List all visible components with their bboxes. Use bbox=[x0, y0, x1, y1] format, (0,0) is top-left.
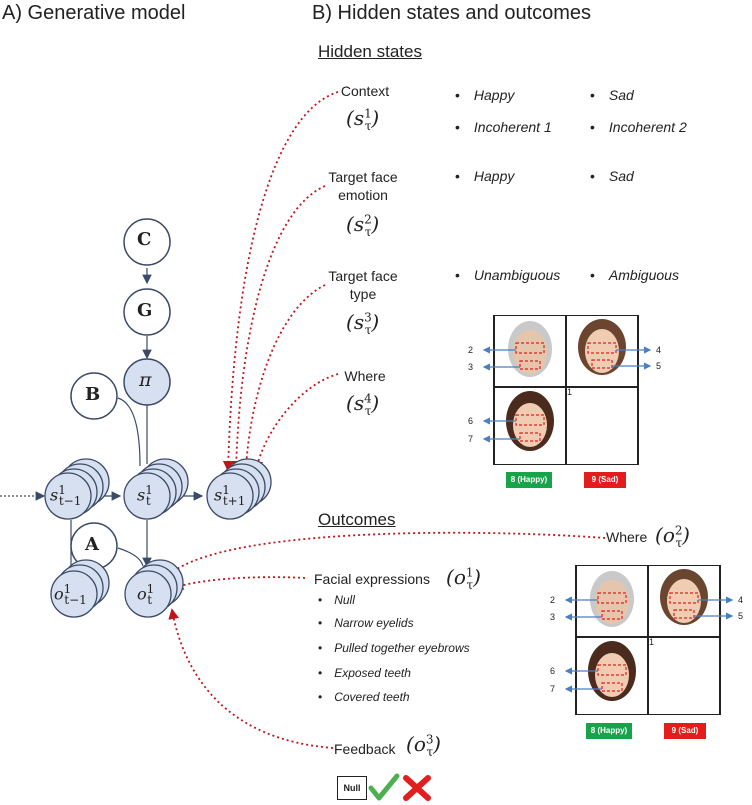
screen-top-num-7: 7 bbox=[468, 434, 474, 444]
check-icon bbox=[368, 773, 400, 801]
facial-item-exposed-teeth: Exposed teeth bbox=[318, 666, 411, 680]
screen-bottom-num-6: 6 bbox=[550, 666, 556, 676]
facial-item-covered-teeth: Covered teeth bbox=[318, 690, 409, 704]
screen-top-num-4: 4 bbox=[656, 345, 662, 355]
sad-button-top[interactable]: 9 (Sad) bbox=[584, 472, 626, 488]
node-s-t-label: s1t bbox=[137, 483, 153, 508]
node-pi-label: π bbox=[139, 369, 152, 391]
happy-button-top[interactable]: 8 (Happy) bbox=[506, 472, 552, 488]
hidden-states-heading: Hidden states bbox=[318, 42, 422, 61]
facial-item-null: Null bbox=[318, 593, 355, 607]
node-s-next-label: s1t+1 bbox=[214, 483, 246, 508]
face-woman-top-2 bbox=[660, 569, 708, 625]
face-woman-top bbox=[578, 319, 626, 375]
outcome-where-label: Where bbox=[606, 529, 648, 545]
factor-type-label: Target face type bbox=[328, 268, 398, 302]
node-stack-o-prev bbox=[50, 559, 110, 618]
outcome-facial-symbol: (o1τ) bbox=[446, 565, 481, 592]
screen-top-num-6: 6 bbox=[468, 416, 474, 426]
node-stack-s-t bbox=[123, 458, 189, 520]
screen-bottom-num-4: 4 bbox=[738, 595, 744, 605]
outcome-where-symbol: (o2τ) bbox=[655, 523, 690, 550]
face-old-man-2 bbox=[590, 571, 634, 627]
emotion-option-happy: Happy bbox=[455, 168, 514, 184]
screen-top: 2 3 4 5 1 6 7 bbox=[468, 314, 661, 466]
outcome-connectors bbox=[164, 531, 606, 749]
node-s-prev-label: s1t−1 bbox=[50, 483, 82, 508]
sad-button-bottom[interactable]: 9 (Sad) bbox=[664, 723, 706, 739]
screen-top-graphic bbox=[482, 314, 652, 466]
factor-type-symbol: (s3τ) bbox=[346, 310, 380, 337]
context-option-sad: Sad bbox=[590, 87, 634, 103]
screen-top-num-5: 5 bbox=[656, 361, 662, 371]
node-pi bbox=[123, 358, 171, 406]
factor-context-label: Context bbox=[340, 83, 390, 99]
context-option-incoherent-2: Incoherent 2 bbox=[590, 119, 687, 135]
screen-bottom-num-7: 7 bbox=[550, 684, 556, 694]
screen-bottom-num-5: 5 bbox=[738, 611, 744, 621]
screen-bottom-num-1: 1 bbox=[649, 637, 655, 647]
node-stack-s-next bbox=[206, 458, 272, 520]
type-option-unambiguous: Unambiguous bbox=[455, 267, 560, 283]
node-G-label: G bbox=[137, 300, 153, 321]
screen-top-num-3: 3 bbox=[468, 362, 474, 372]
facial-item-eyebrows: Pulled together eyebrows bbox=[318, 641, 469, 655]
node-B-label: B bbox=[85, 384, 101, 405]
node-stack-s-prev bbox=[44, 458, 110, 520]
factor-where-symbol: (s4τ) bbox=[346, 391, 380, 418]
factor-emotion-symbol: (s2τ) bbox=[346, 212, 380, 239]
screen-bottom: 2 3 4 5 1 6 7 bbox=[550, 564, 743, 716]
screen-bottom-graphic bbox=[564, 564, 734, 716]
screen-bottom-num-2: 2 bbox=[550, 595, 556, 605]
node-stack-o-t bbox=[124, 559, 184, 618]
panel-b-title: B) Hidden states and outcomes bbox=[312, 2, 592, 24]
outcomes-heading: Outcomes bbox=[318, 510, 396, 529]
cross-icon bbox=[403, 775, 431, 801]
node-G bbox=[123, 288, 171, 336]
happy-button-bottom[interactable]: 8 (Happy) bbox=[586, 723, 632, 739]
screen-bottom-num-3: 3 bbox=[550, 612, 556, 622]
outcome-feedback-label: Feedback bbox=[334, 741, 396, 757]
factor-where-label: Where bbox=[344, 368, 386, 384]
emotion-option-sad: Sad bbox=[590, 168, 634, 184]
node-B bbox=[70, 372, 118, 420]
node-C-label: C bbox=[137, 229, 152, 250]
panel-a-title: A) Generative model bbox=[2, 2, 186, 24]
screen-top-num-1: 1 bbox=[567, 387, 573, 397]
outcome-feedback-symbol: (o3τ) bbox=[406, 732, 441, 759]
node-o-t-label: o1t bbox=[137, 582, 155, 607]
node-C bbox=[123, 218, 171, 266]
type-option-ambiguous: Ambiguous bbox=[590, 267, 679, 283]
feedback-null-box: Null bbox=[337, 776, 367, 800]
context-option-happy: Happy bbox=[455, 87, 514, 103]
screen-top-num-2: 2 bbox=[468, 345, 474, 355]
context-option-incoherent-1: Incoherent 1 bbox=[455, 119, 552, 135]
outcome-facial-label: Facial expressions bbox=[314, 571, 430, 587]
face-old-man bbox=[508, 321, 552, 377]
factor-emotion-label: Target face emotion bbox=[328, 169, 398, 203]
node-A-label: A bbox=[85, 534, 99, 555]
facial-item-narrow-eyelids: Narrow eyelids bbox=[318, 616, 413, 630]
node-o-prev-label: o1t−1 bbox=[54, 582, 87, 607]
factor-context-symbol: (s1τ) bbox=[346, 106, 380, 133]
hidden-state-connectors bbox=[222, 91, 339, 472]
